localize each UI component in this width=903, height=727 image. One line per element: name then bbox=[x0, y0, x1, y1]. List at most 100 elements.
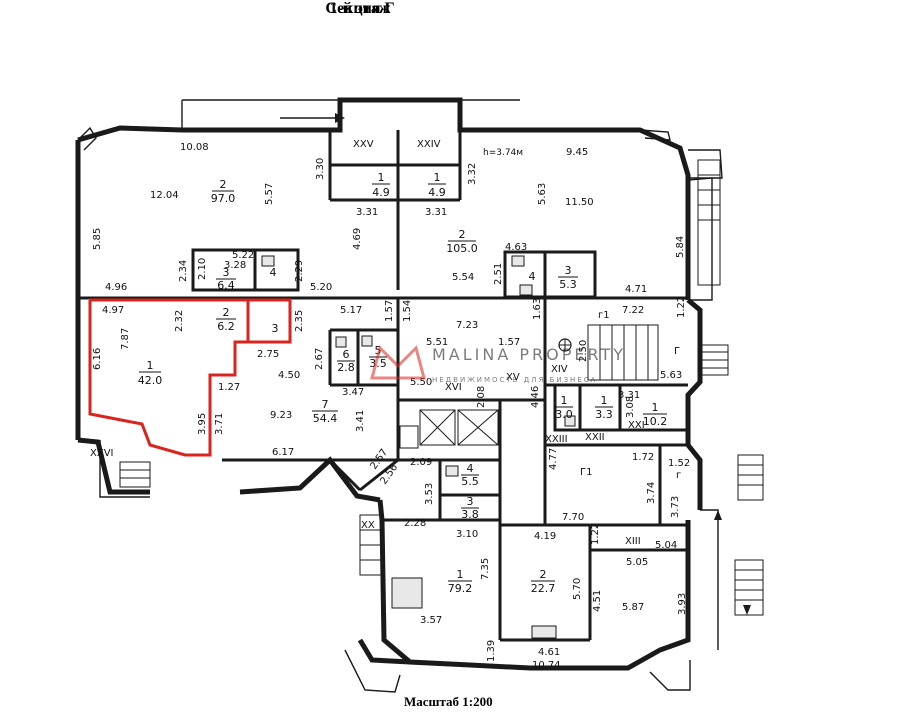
fixtures bbox=[261, 255, 576, 639]
room-number: 1 bbox=[457, 568, 464, 581]
dimension-label: 2.34 bbox=[178, 260, 189, 282]
room-area: 79.2 bbox=[448, 582, 473, 595]
room-number: 1 bbox=[601, 394, 608, 407]
roman-label: XXI bbox=[628, 420, 645, 431]
highlighted-wc bbox=[246, 298, 292, 344]
room-number: 1 bbox=[434, 171, 441, 184]
room-area: 105.0 bbox=[446, 242, 478, 255]
dimension-label: 1.72 bbox=[632, 452, 654, 463]
dimension-label: 3.32 bbox=[467, 163, 478, 185]
room-number: 2 bbox=[540, 568, 547, 581]
dimension-label: 6.17 bbox=[272, 447, 294, 458]
dimension-label: 9.23 bbox=[270, 410, 292, 421]
dimension-label: 5.04 bbox=[655, 540, 677, 551]
dimension-label: 2.28 bbox=[404, 518, 426, 529]
room-area: 54.4 bbox=[313, 412, 338, 425]
scale-note: Масштаб 1:200 bbox=[404, 694, 493, 709]
dimension-label: 7.35 bbox=[480, 558, 491, 580]
dimension-label: 7.22 bbox=[622, 305, 644, 316]
dimension-label: 3.57 bbox=[420, 615, 442, 626]
dimension-label: 5.05 bbox=[626, 557, 648, 568]
dimension-label: 1.22 bbox=[590, 523, 601, 545]
roman-label: Г bbox=[674, 346, 680, 357]
room-number: 6 bbox=[343, 348, 350, 361]
room-area: 3.3 bbox=[595, 408, 613, 421]
dimension-label: 4.61 bbox=[538, 647, 560, 658]
dimension-label: 5.50 bbox=[410, 377, 432, 388]
room-number: 4 bbox=[270, 266, 277, 279]
room-area: 42.0 bbox=[138, 374, 163, 387]
roman-labels: XXV XXIV XXVI XX XIV XV XVI XXIII XXII X… bbox=[90, 139, 681, 547]
room-area: 97.0 bbox=[211, 192, 236, 205]
roman-label: г bbox=[676, 470, 681, 481]
dimension-label: 2.10 bbox=[197, 258, 208, 280]
dimension-label: 2.35 bbox=[294, 310, 305, 332]
room-area: 22.7 bbox=[531, 582, 556, 595]
dimension-label: 5.51 bbox=[426, 337, 448, 348]
ceiling-height: h=3.74м bbox=[483, 148, 523, 158]
room-number: 1 bbox=[147, 359, 154, 372]
dimension-label: 2.51 bbox=[493, 263, 504, 285]
dimension-label: 10.74 bbox=[532, 660, 561, 671]
room-labels: 2 97.0 1 4.9 1 4.9 2 105.0 3 6.4 4 4 3 5… bbox=[138, 171, 668, 595]
dimension-label: 10.08 bbox=[180, 142, 209, 153]
dimension-label: 7.23 bbox=[456, 320, 478, 331]
dimension-label: 5.87 bbox=[622, 602, 644, 613]
brand-logo-icon bbox=[370, 345, 426, 380]
roman-label: г1 bbox=[598, 310, 610, 321]
dimension-label: 2.09 bbox=[410, 457, 432, 468]
roman-label: XXIII bbox=[545, 434, 568, 445]
dimension-label: 3.08 bbox=[625, 396, 636, 418]
roman-label: XVI bbox=[445, 382, 462, 393]
dimension-label: 4.46 bbox=[530, 386, 541, 408]
dimension-label: 3.95 bbox=[197, 413, 208, 435]
dimension-label: 3.31 bbox=[425, 207, 447, 218]
watermark-brand: MALINA PROPERTY bbox=[432, 345, 626, 364]
room-number: 4 bbox=[467, 462, 474, 475]
room-number: 7 bbox=[322, 398, 329, 411]
dimension-label: 2.50 bbox=[578, 340, 589, 362]
section-title: Секция Г bbox=[325, 0, 395, 17]
dimension-label: 1.63 bbox=[532, 298, 543, 320]
dimension-label: 4.77 bbox=[548, 448, 559, 470]
room-number: 1 bbox=[378, 171, 385, 184]
dimension-label: 2.67 bbox=[314, 348, 325, 370]
dimension-label: 3.30 bbox=[315, 158, 326, 180]
room-area: 4.9 bbox=[428, 186, 446, 199]
room-area: 10.2 bbox=[643, 415, 668, 428]
dimension-label: 4.97 bbox=[102, 305, 124, 316]
dimension-label: 5.85 bbox=[92, 228, 103, 250]
room-number: 1 bbox=[561, 394, 568, 407]
dimension-label: 6.16 bbox=[92, 348, 103, 370]
dimension-label: 7.70 bbox=[562, 512, 584, 523]
dimension-label: 5.70 bbox=[572, 578, 583, 600]
dimension-label: 3.47 bbox=[342, 387, 364, 398]
dimension-label: 4.19 bbox=[534, 531, 556, 542]
dimension-label: 1.57 bbox=[498, 337, 520, 348]
room-area: 3.0 bbox=[555, 408, 573, 421]
entrance-arrow-icon bbox=[181, 99, 520, 130]
dimension-label: 5.57 bbox=[264, 183, 275, 205]
roman-label: XXVI bbox=[90, 448, 114, 459]
dimension-label: 3.31 bbox=[356, 207, 378, 218]
room-area: 4.9 bbox=[372, 186, 390, 199]
dimension-label: 2.32 bbox=[174, 310, 185, 332]
dimension-label: 3.28 bbox=[224, 260, 246, 271]
room-area: 6.2 bbox=[217, 320, 235, 333]
dimension-label: 3.74 bbox=[646, 482, 657, 504]
dimension-label: 3.73 bbox=[670, 496, 681, 518]
dimension-label: 3.93 bbox=[677, 593, 688, 615]
room-number: 4 bbox=[529, 270, 536, 283]
highlighted-premises bbox=[88, 298, 292, 457]
watermark: MALINA PROPERTY НЕДВИЖИМОСТЬ ДЛЯ БИЗНЕСА bbox=[370, 345, 626, 384]
dimension-label: 1.27 bbox=[218, 382, 240, 393]
roman-label: XX bbox=[361, 520, 375, 531]
dimension-label: 12.04 bbox=[150, 190, 179, 201]
room-number: 3 bbox=[272, 322, 279, 335]
dimension-label: 3.53 bbox=[424, 483, 435, 505]
dimension-label: 4.50 bbox=[278, 370, 300, 381]
roman-label: XV bbox=[506, 372, 520, 383]
dimension-label: 5.17 bbox=[340, 305, 362, 316]
room-number: 2 bbox=[223, 306, 230, 319]
